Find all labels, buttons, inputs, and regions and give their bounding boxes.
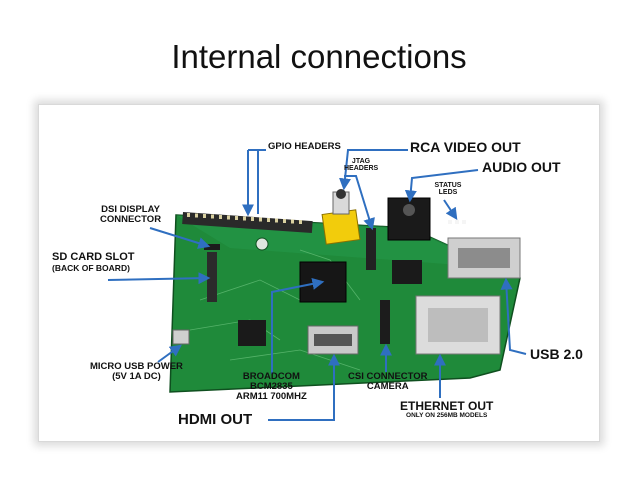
label-usb-2: USB 2.0 (530, 346, 583, 362)
label-status-leds: STATUS LEDS (434, 182, 462, 197)
label-sd-card-slot: SD CARD SLOT (BACK OF BOARD) (52, 251, 135, 273)
label-rca-video-out: RCA VIDEO OUT (410, 139, 521, 155)
audio-jack (387, 197, 431, 241)
sd-card-slot (207, 252, 217, 302)
arrow-broadcom (271, 277, 325, 374)
usb-controller-chip (392, 260, 422, 284)
jtag-header (366, 228, 376, 270)
broadcom-soc (299, 261, 347, 303)
arrow-leds (443, 199, 458, 220)
label-csi-connector: CSI CONNECTOR CAMERA (348, 371, 428, 392)
gpio-header-pins (182, 212, 313, 234)
label-gpio-headers: GPIO HEADERS (268, 141, 341, 152)
arrow-micro-usb (157, 344, 182, 363)
label-jtag-headers: JTAG HEADERS (344, 158, 379, 173)
status-leds (448, 220, 466, 224)
csi-connector (380, 300, 390, 344)
label-micro-usb-power: MICRO USB POWER (5V 1A DC) (90, 361, 183, 382)
callout-arrows (107, 149, 527, 421)
label-dsi-display-connector: DSI DISPLAY CONNECTOR (100, 204, 162, 225)
label-broadcom: BROADCOM BCM2835 ARM11 700MHZ (236, 371, 307, 402)
arrow-audio (404, 169, 479, 203)
rca-connector (321, 189, 361, 245)
usb-port (447, 237, 521, 279)
ethernet-port (415, 295, 501, 355)
arrow-usb (500, 277, 527, 355)
label-hdmi-out: HDMI OUT (178, 411, 253, 428)
arrow-jtag (344, 175, 375, 231)
hdmi-port (307, 325, 359, 355)
micro-usb-port (172, 329, 190, 345)
arrow-sd (107, 272, 211, 285)
dsi-connector (204, 244, 220, 250)
label-ethernet-out: ETHERNET OUT ONLY ON 256MB MODELS (400, 399, 494, 419)
regulator-chip (238, 320, 266, 346)
arrow-hdmi (268, 353, 340, 421)
arrow-dsi (149, 227, 211, 249)
slide-title: Internal connections (171, 38, 467, 75)
label-audio-out: AUDIO OUT (482, 159, 561, 175)
